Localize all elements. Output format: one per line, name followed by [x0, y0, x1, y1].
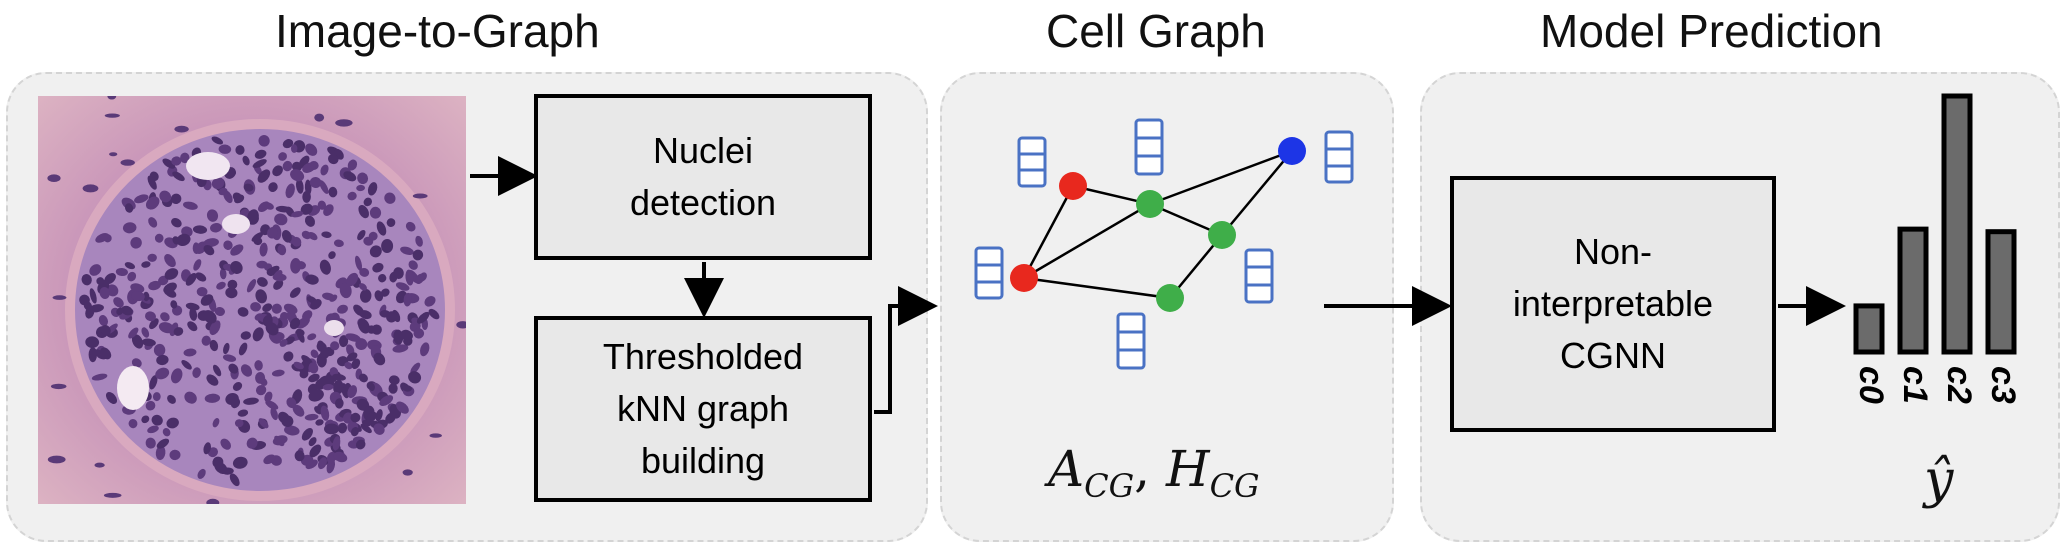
feature-vector-icon — [1017, 136, 1047, 188]
feature-vector-icon — [974, 246, 1004, 300]
prediction-bar-label: c3 — [1984, 366, 2022, 404]
graph-node — [1156, 284, 1184, 312]
graph-node — [1136, 190, 1164, 218]
formula-h-sub: CG — [1209, 467, 1260, 505]
formula-h: H — [1165, 440, 1210, 498]
graph-node — [1208, 221, 1236, 249]
prediction-bar — [1853, 303, 1885, 355]
graph-node — [1278, 137, 1306, 165]
knn-graph-label: Thresholded kNN graph building — [602, 335, 804, 482]
title-image-to-graph: Image-to-Graph — [275, 5, 600, 57]
prediction-bar-label: c1 — [1896, 366, 1934, 404]
prediction-bar — [1985, 229, 2017, 355]
graph-node — [1059, 172, 1087, 200]
knn-graph-box: Thresholded kNN graph building — [534, 316, 872, 502]
tissue-svg — [38, 96, 466, 504]
prediction-bar-label: c2 — [1940, 366, 1978, 404]
prediction-bar — [1941, 93, 1973, 355]
feature-vector-icon — [1324, 130, 1354, 184]
prediction-bar — [1897, 226, 1929, 355]
title-cell-graph: Cell Graph — [1046, 5, 1266, 57]
output-label: ŷ — [1924, 450, 1954, 510]
graph-formula: ACG, HCG — [1048, 440, 1260, 505]
histology-image — [38, 96, 466, 504]
feature-vectors — [974, 118, 1354, 370]
feature-vector-icon — [1244, 248, 1274, 304]
formula-a-sub: CG — [1084, 467, 1135, 505]
graph-nodes — [1010, 137, 1306, 312]
prediction-bar-label: c0 — [1852, 366, 1890, 404]
graph-node — [1010, 264, 1038, 292]
feature-vector-icon — [1116, 312, 1146, 370]
feature-vector-icon — [1134, 118, 1164, 176]
cgnn-box: Non- interpretable CGNN — [1450, 176, 1776, 432]
cgnn-label: Non- interpretable CGNN — [1512, 230, 1714, 377]
title-model-prediction: Model Prediction — [1540, 5, 1883, 57]
nuclei-detection-label: Nuclei detection — [629, 129, 777, 223]
nuclei-detection-box: Nuclei detection — [534, 94, 872, 260]
arrow-knn-to-cell-graph — [874, 286, 938, 414]
formula-a: A — [1048, 440, 1085, 498]
formula-sep: , — [1134, 440, 1166, 498]
